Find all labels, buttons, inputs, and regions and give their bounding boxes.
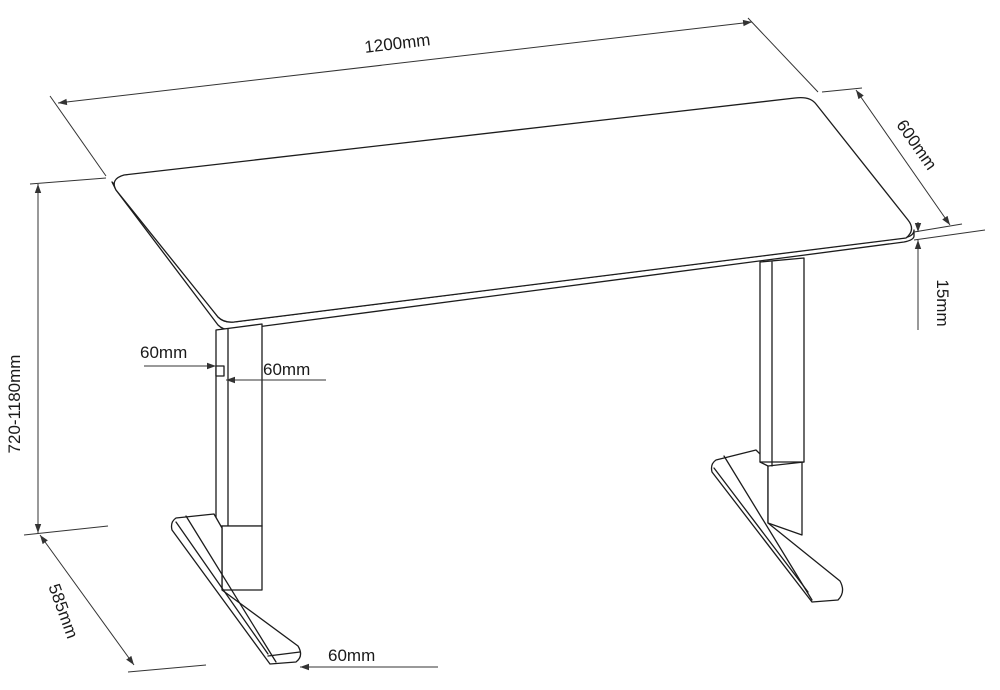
left-column-lower [221,525,263,591]
tabletop-surface [113,96,913,323]
control-box [215,365,225,377]
left-foot [170,513,302,665]
foot-width-label: 60mm [328,646,375,665]
thickness-label: 15mm [933,279,952,326]
width-label: 1200mm [363,30,431,57]
right-leg [710,257,844,603]
right-column-lower [767,461,803,536]
foot-length-label: 585mm [45,581,82,641]
column-width-label-left: 60mm [140,343,187,362]
left-leg [170,323,302,665]
dimension-lines [23,17,986,673]
right-column-upper [759,257,805,467]
depth-label: 600mm [892,116,940,173]
column-width-label-right: 60mm [263,360,310,379]
height-label: 720-1180mm [5,355,24,454]
left-column-upper [215,323,263,529]
